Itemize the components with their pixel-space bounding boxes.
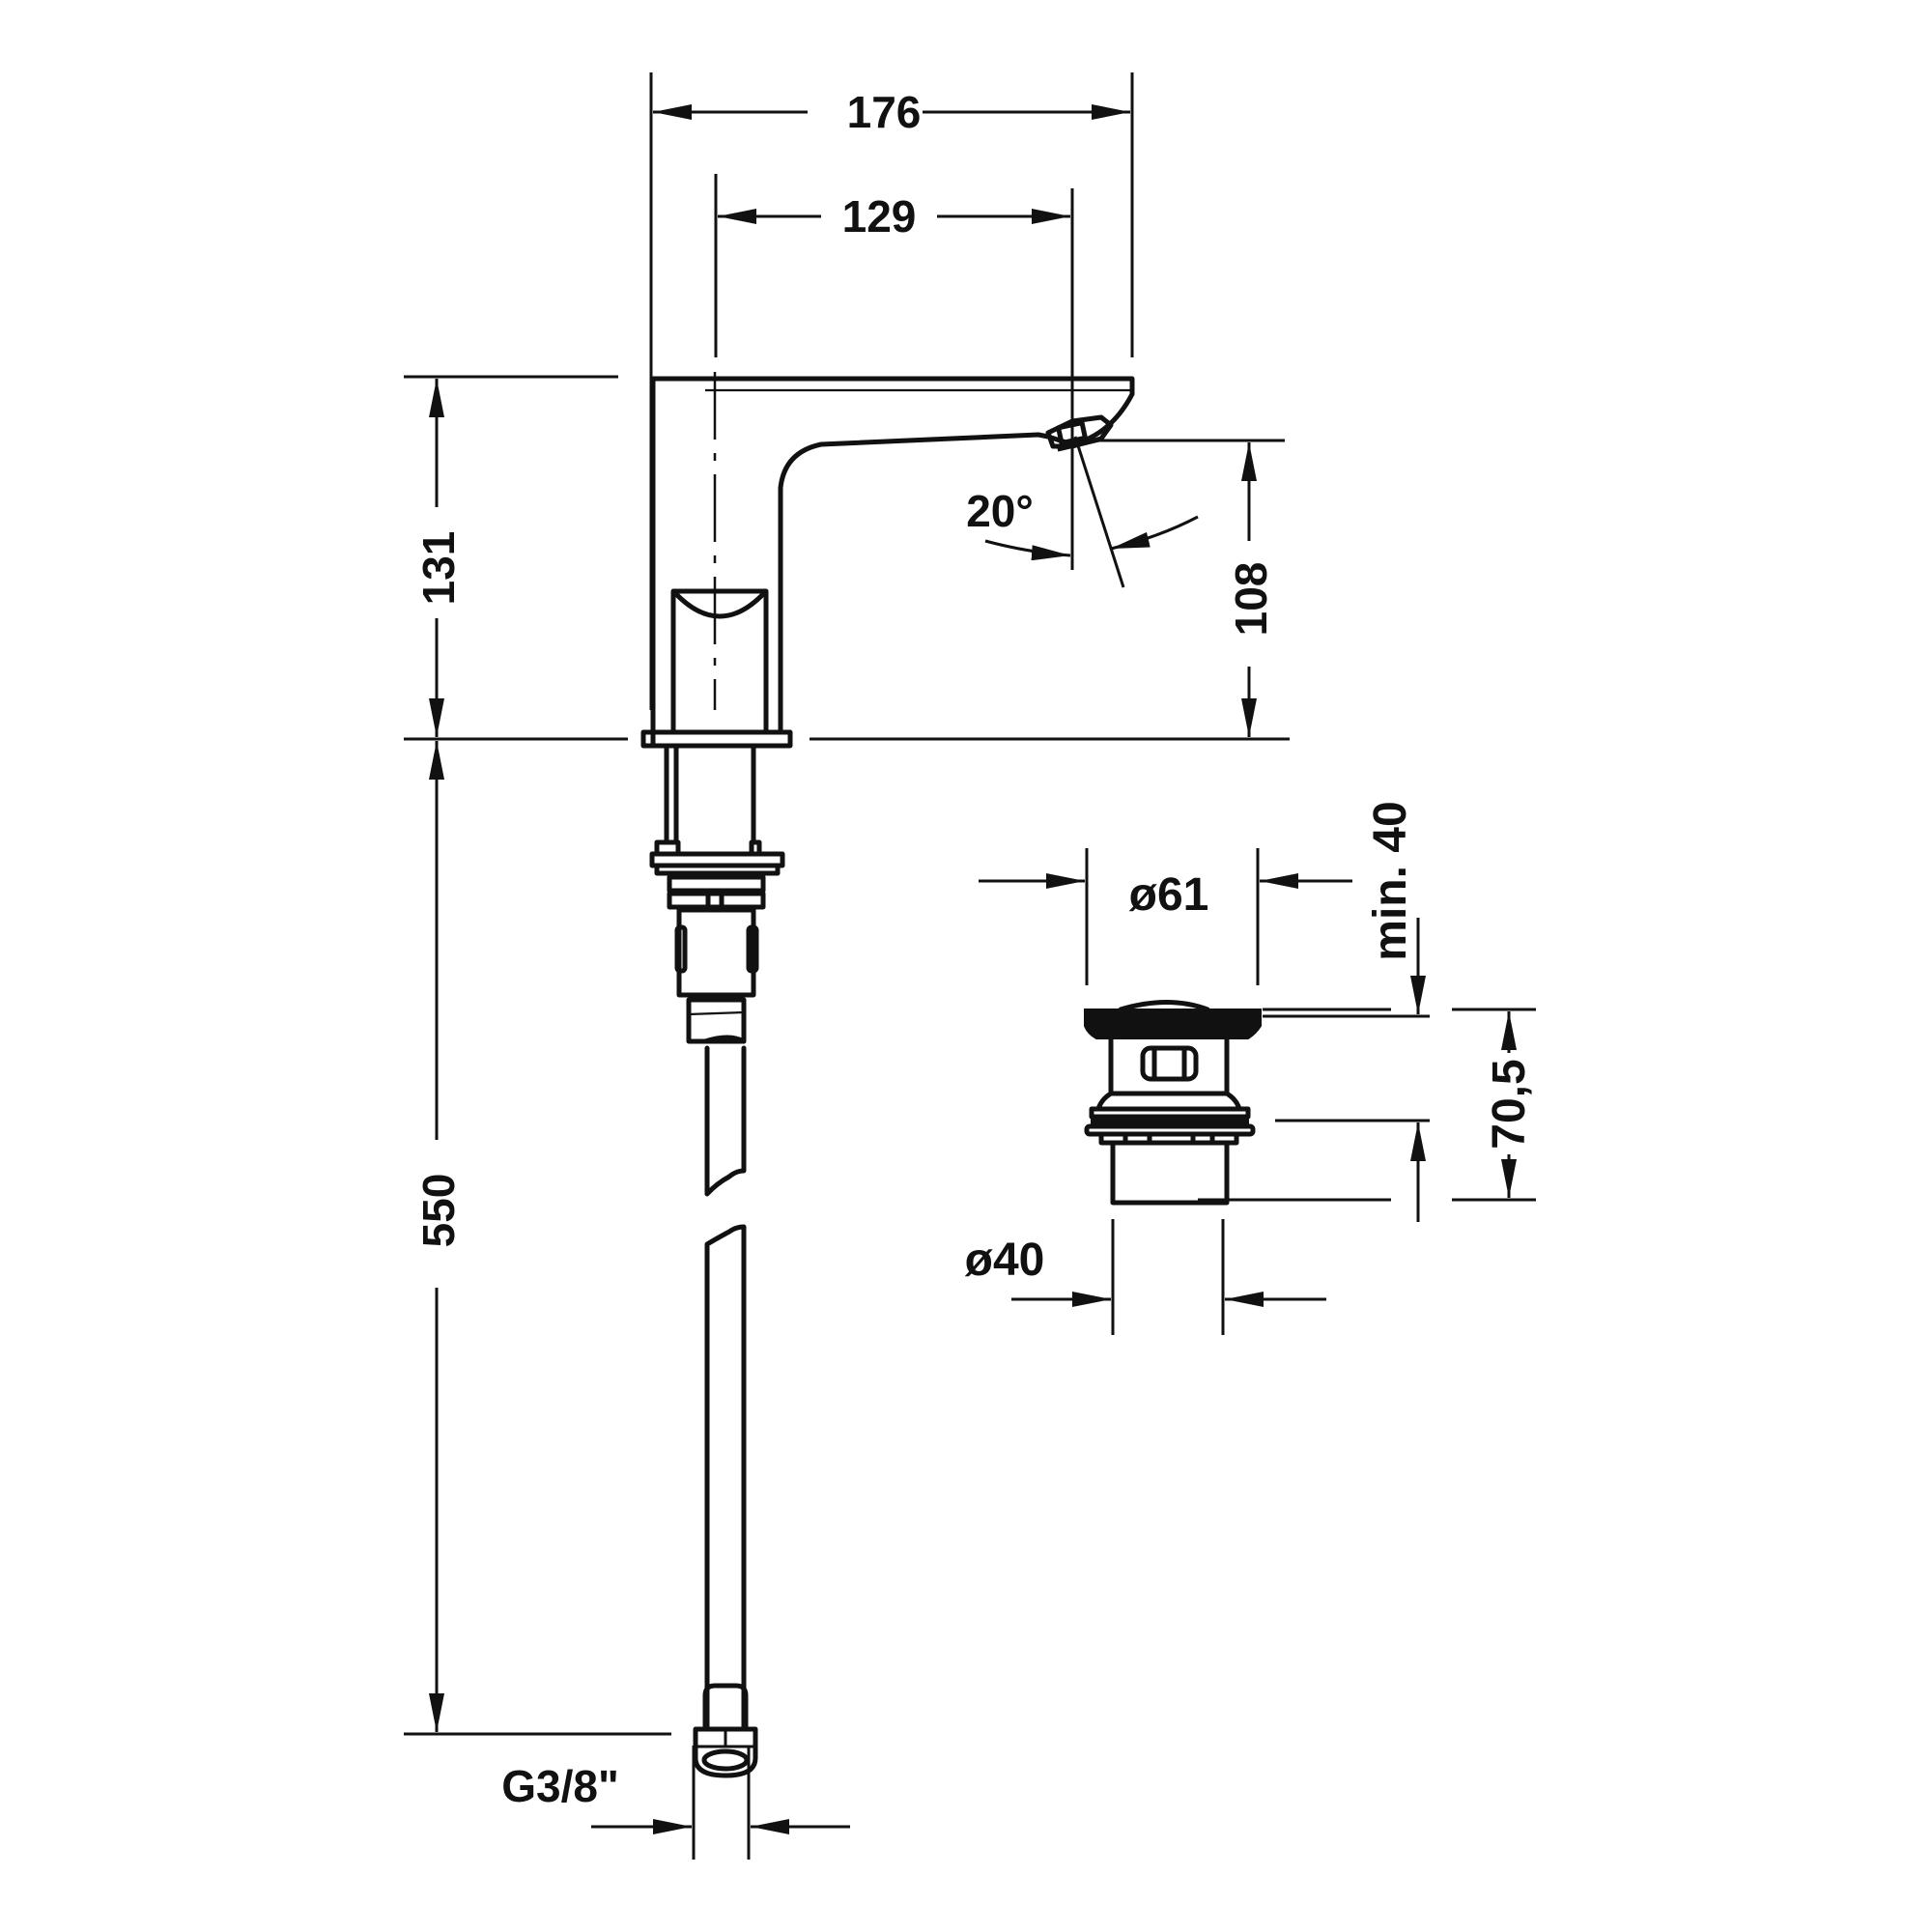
dim-label-dia-40: ø40: [965, 1235, 1045, 1286]
dim-cap-diameter: ø61: [979, 848, 1352, 985]
dim-overall-reach: 176: [649, 72, 1134, 710]
dim-label-108: 108: [1226, 562, 1276, 637]
drain-valve-body: [1084, 1000, 1262, 1206]
dim-label-129: 129: [842, 191, 917, 242]
dim-label-131: 131: [413, 531, 464, 606]
base-plate: [640, 729, 793, 749]
dim-spout-reach: 129: [714, 174, 1074, 570]
dim-label-20-deg: 20°: [966, 486, 1034, 536]
dim-min-clearance: min. 40: [1263, 801, 1430, 1018]
dim-label-g3-8: G3/8": [501, 1761, 619, 1811]
dim-outlet-height: 108: [1077, 439, 1285, 737]
lever-handle: [670, 588, 769, 735]
dim-spray-angle: 20°: [966, 436, 1199, 588]
dim-hose-length: 550: [404, 741, 671, 1736]
dim-label-dia-61: ø61: [1129, 869, 1209, 921]
dim-valve-height: 70,5: [1198, 1008, 1536, 1222]
dim-connection-thread: G3/8": [501, 1746, 850, 1860]
dim-label-176: 176: [847, 87, 922, 137]
supply-hose: [693, 1035, 758, 1778]
dim-thread-diameter: ø40: [965, 1219, 1326, 1335]
dim-height-above-deck: 131: [404, 375, 628, 741]
dim-label-min-40: min. 40: [1365, 801, 1416, 960]
faucet-body: [640, 376, 1135, 749]
mounting-shank: [649, 743, 785, 1044]
dim-label-70-5: 70,5: [1484, 1059, 1535, 1149]
dim-label-550: 550: [413, 1174, 464, 1248]
